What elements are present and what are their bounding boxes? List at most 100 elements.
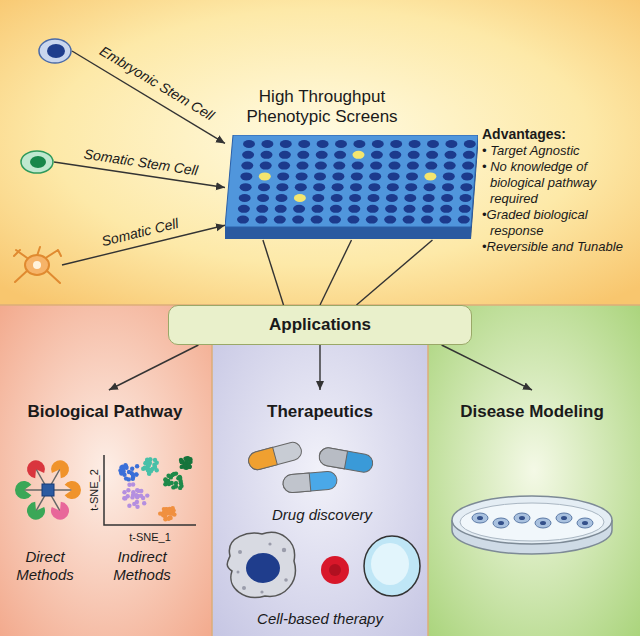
tsne-point (172, 512, 176, 516)
rect-shape (318, 446, 374, 473)
tsne-point (180, 460, 184, 464)
panel-heading: Therapeutics (220, 390, 420, 422)
binding-protein (27, 502, 45, 520)
cell-label: Somatic Cell (100, 215, 180, 249)
cultured-cell (514, 513, 530, 523)
plate-outline (225, 135, 478, 240)
plate-well (295, 183, 307, 191)
tsne-point (127, 504, 131, 508)
panel-heading: Biological Pathway (8, 390, 202, 422)
circle-art (33, 261, 41, 269)
advantage-item: • Target Agnostic (482, 143, 636, 159)
tsne-point (170, 481, 174, 485)
plate-well (406, 172, 418, 180)
plate-well (242, 151, 254, 159)
plate-well (296, 172, 308, 180)
plate-well (353, 151, 365, 159)
applications-box: Applications (168, 305, 472, 345)
connector (72, 51, 225, 143)
tsne-point (172, 472, 176, 476)
tsne-point (135, 488, 139, 492)
plate-well (422, 205, 434, 213)
tsne-point (142, 501, 146, 505)
middle-panel-bg (212, 305, 428, 636)
panel-heading: Disease Modeling (432, 390, 632, 422)
connector (62, 225, 225, 265)
axis-label: t-SNE_1 (129, 531, 171, 543)
tsne-point (174, 484, 178, 488)
ellipse-art (39, 39, 71, 63)
plate-well (280, 140, 292, 148)
tsne-point (130, 467, 134, 471)
drug-capsules (247, 440, 375, 493)
circle-art (321, 556, 349, 584)
red-blood-cell (321, 556, 349, 584)
tsne-point (123, 496, 127, 500)
rect-art (42, 484, 54, 496)
path-shape (247, 447, 278, 471)
plate-well (293, 205, 305, 213)
tsne-point (134, 472, 138, 476)
cultured-cell (556, 513, 572, 523)
ellipse-art (460, 503, 604, 541)
plate-well (369, 172, 381, 180)
plate-well (426, 151, 438, 159)
ellipse-art (246, 553, 280, 583)
cell-node: Embryonic Stem Cell (38, 38, 72, 64)
tsne-point (122, 473, 126, 477)
plate-well (424, 183, 436, 191)
binding-protein (27, 460, 45, 478)
tsne-point (147, 472, 151, 476)
plate-well (370, 162, 382, 170)
plate-well (237, 216, 249, 224)
plate-well (260, 162, 272, 170)
tsne-point (121, 469, 125, 473)
advantage-item: • No knowledge of biological pathway req… (482, 159, 636, 207)
illustration-caption: Indirect Methods (96, 548, 188, 584)
plate-well (257, 194, 269, 202)
plate-well (461, 172, 473, 180)
path-shape (318, 446, 348, 468)
tsne-point (165, 511, 169, 515)
plate-well (261, 151, 273, 159)
plate-well (261, 140, 273, 148)
plate-well (427, 140, 439, 148)
plate-well (405, 183, 417, 191)
tsne-point (135, 500, 139, 504)
plate-well (404, 194, 416, 202)
plate-well (371, 151, 383, 159)
circle-art (282, 548, 286, 552)
plate-well (421, 216, 433, 224)
plate-well (334, 151, 346, 159)
g-art (237, 542, 288, 593)
plate-well (389, 151, 401, 159)
plate-well (388, 172, 400, 180)
tsne-point (186, 456, 190, 460)
tsne-point (126, 488, 130, 492)
circle-art (242, 586, 246, 590)
tsne-point (169, 475, 173, 479)
cell-nucleus (498, 521, 504, 525)
plate-well (372, 140, 384, 148)
plate-well (439, 216, 451, 224)
plate-well (239, 194, 251, 202)
plate-well (460, 183, 472, 191)
cell-nucleus (519, 516, 525, 520)
tsne-point (134, 472, 138, 476)
tsne-point (127, 477, 131, 481)
cultured-cell (472, 513, 488, 523)
plate-well (384, 216, 396, 224)
tsne-point (178, 486, 182, 490)
somatic-stem-cell-icon (21, 151, 53, 173)
plate-well (462, 162, 474, 170)
plate-well (463, 151, 475, 159)
plate-well (387, 183, 399, 191)
plate-well (445, 151, 457, 159)
line-art (427, 305, 429, 636)
plate-well (312, 205, 324, 213)
tsne-point (145, 493, 149, 497)
tsne-point (178, 479, 182, 483)
